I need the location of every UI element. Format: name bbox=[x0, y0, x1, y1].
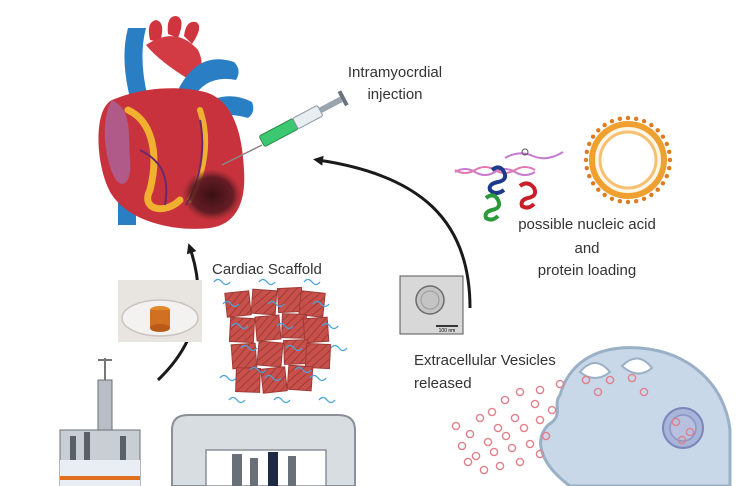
cell-releasing-vesicles bbox=[451, 346, 732, 486]
tem-micrograph: 100 nm bbox=[399, 275, 464, 335]
heart-illustration bbox=[98, 16, 254, 229]
injection-label-line2: injection bbox=[367, 86, 423, 103]
ev-label-line2: released bbox=[414, 375, 472, 392]
cardiac-scaffold-mesh bbox=[213, 278, 354, 470]
nucleic-label-line2: and bbox=[574, 240, 600, 257]
injection-label-line1: Intramyocrdial bbox=[347, 64, 443, 81]
nucleic-label-line3: protein loading bbox=[537, 262, 637, 279]
petri-dish-photo bbox=[118, 280, 202, 342]
scaffold-label: Cardiac Scaffold bbox=[212, 261, 322, 278]
bioreactor-icon bbox=[59, 358, 141, 486]
ev-to-heart-arrow bbox=[313, 155, 472, 309]
incubator-icon bbox=[171, 414, 356, 486]
syringe-icon bbox=[221, 90, 349, 166]
liposome-icon bbox=[583, 115, 673, 205]
nucleic-label-line1: possible nucleic acid bbox=[518, 216, 656, 233]
nucleic-acid-strands-icon bbox=[454, 148, 564, 222]
ev-label-line1: Extracellular Vesicles bbox=[414, 352, 556, 369]
scale-bar-label: 100 nm bbox=[439, 328, 456, 334]
